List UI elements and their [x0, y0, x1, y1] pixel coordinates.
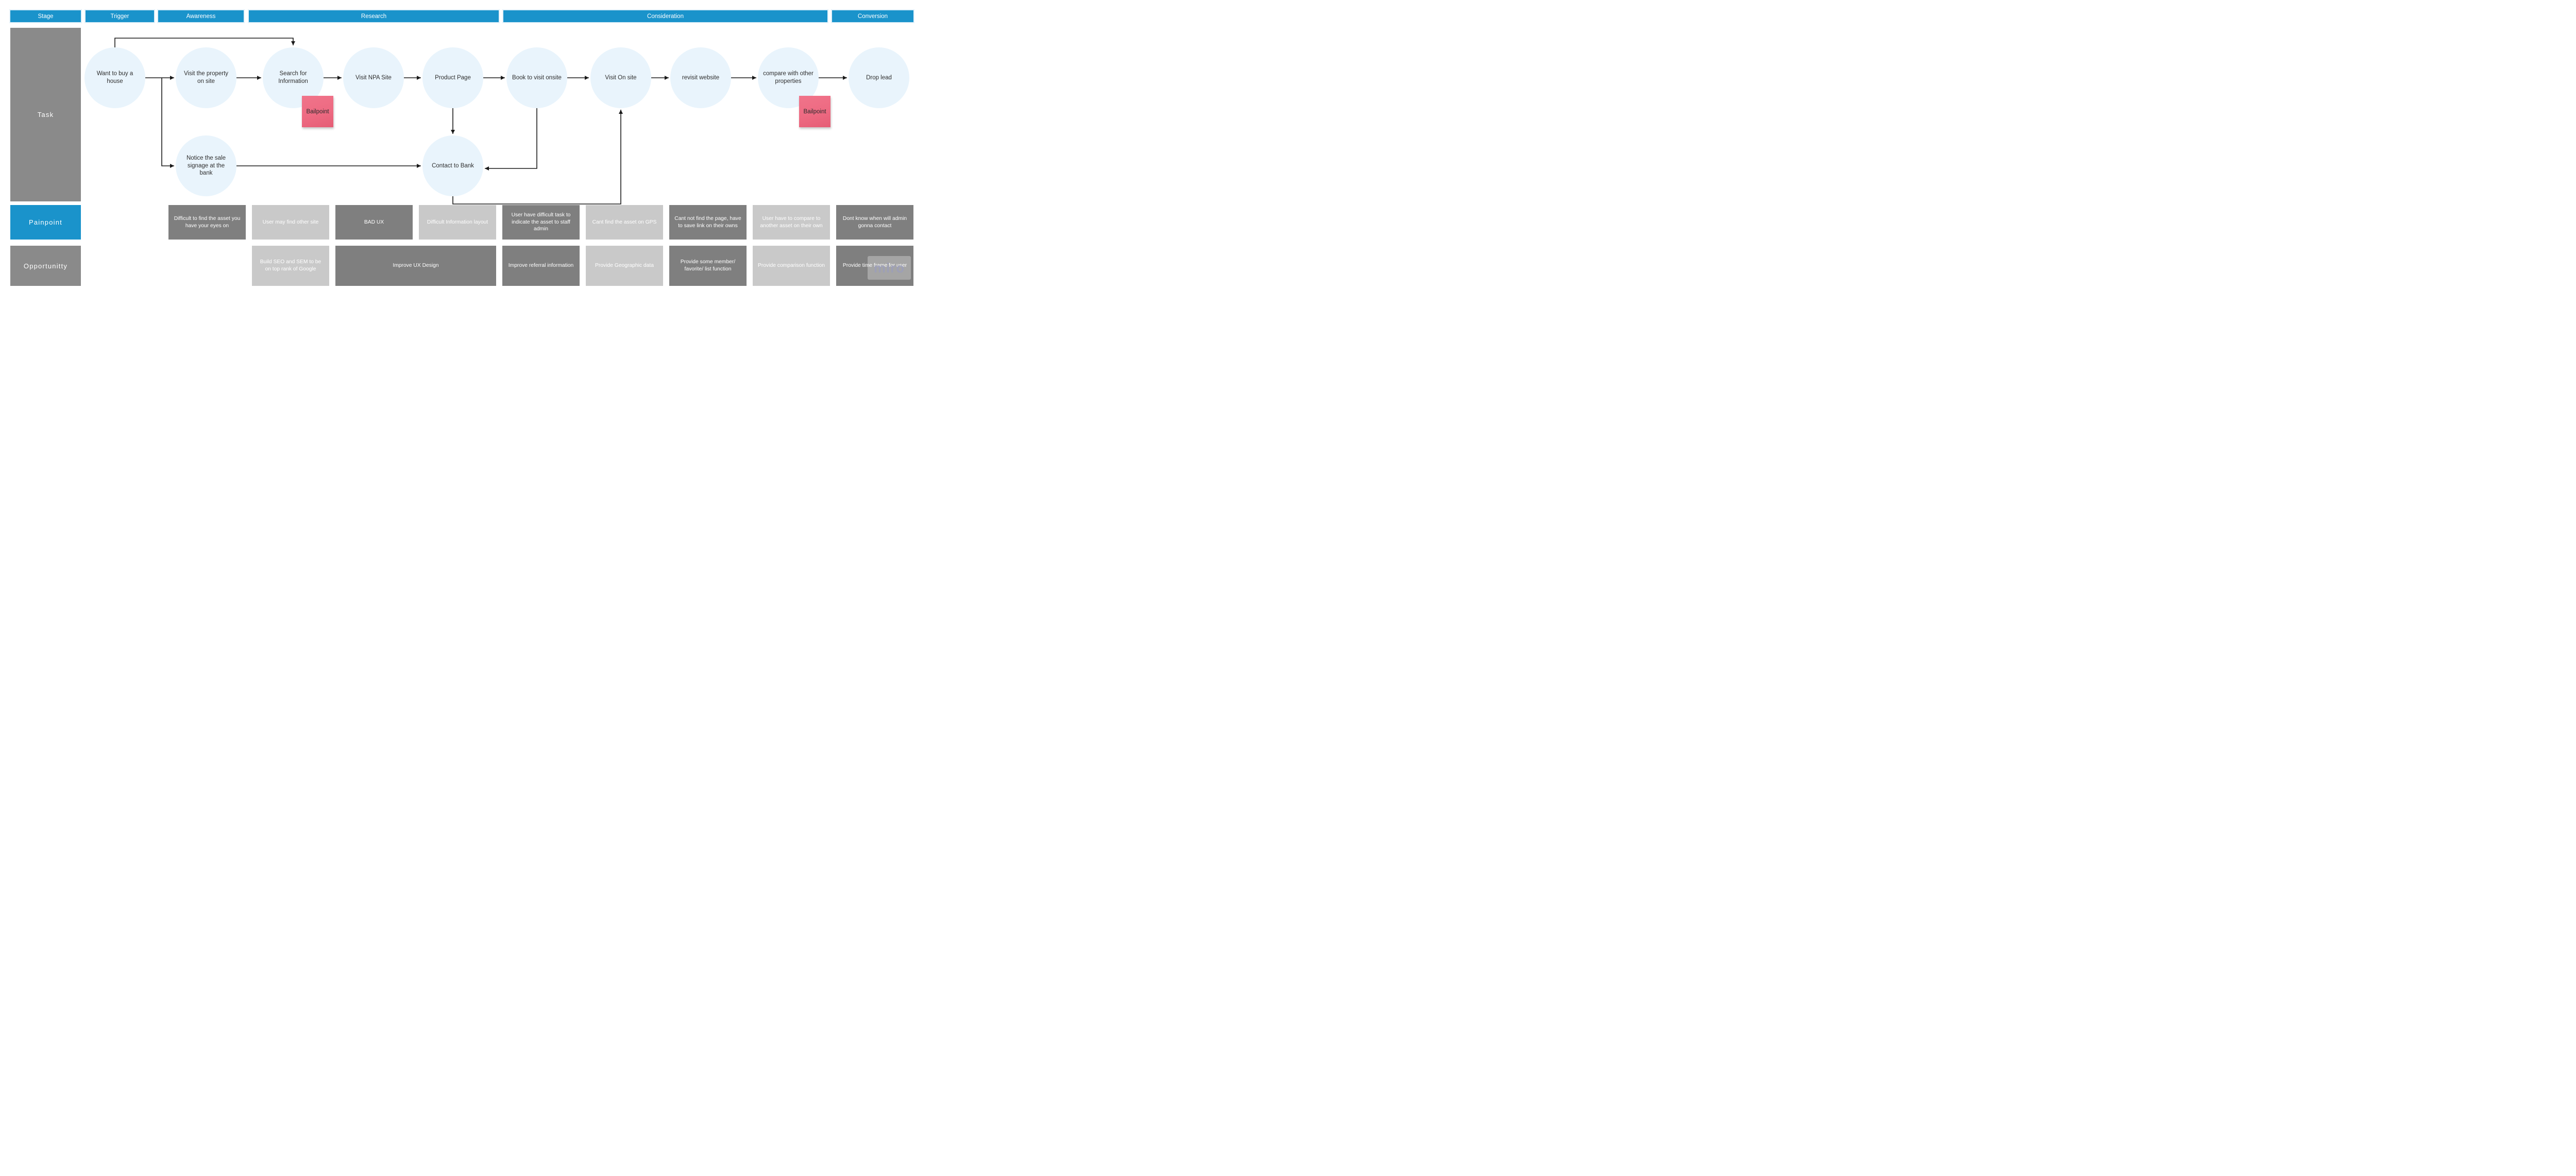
task-node-book-to-visit[interactable]: Book to visit onsite [506, 47, 567, 108]
painpoint-label: Dont know when will admin gonna contact [842, 215, 907, 229]
stage-header-label: Awareness [186, 13, 216, 20]
task-node-label: compare with other properties [763, 71, 814, 84]
task-node-label: Want to buy a house [96, 71, 133, 84]
painpoint-label: Difficult to find the asset you have you… [174, 215, 241, 229]
task-node-drop-lead[interactable]: Drop lead [849, 47, 909, 108]
task-node-visit-npa-site[interactable]: Visit NPA Site [343, 47, 404, 108]
painpoint-label: User have to compare to another asset on… [760, 215, 823, 229]
task-node-label: Visit NPA Site [355, 74, 392, 81]
task-node-label: Visit the property on site [183, 71, 229, 84]
stage-header-label: Stage [38, 13, 54, 20]
painpoint-note-4[interactable]: Difficult Information layout [419, 205, 496, 240]
task-node-label: Notice the sale signage at the bank [186, 155, 226, 177]
task-node-label: Contact to Bank [432, 162, 474, 169]
connector-buy-branch-to-notice[interactable] [161, 78, 174, 168]
row-label-painpoint[interactable]: Painpoint [10, 205, 81, 240]
stage-header-research[interactable]: Research [249, 10, 499, 22]
task-node-notice-sale-signage[interactable]: Notice the sale signage at the bank [176, 135, 236, 196]
painpoint-label: Difficult Information layout [427, 219, 488, 225]
task-node-visit-property[interactable]: Visit the property on site [176, 47, 236, 108]
opportunity-label: Provide time frame for user [842, 263, 907, 269]
opportunity-note-6[interactable]: Provide comparison function [753, 246, 830, 286]
opportunity-label: Provide Geographic data [595, 263, 654, 269]
row-label-text: Task [37, 111, 54, 118]
painpoint-label: Cant find the asset on GPS [592, 219, 657, 225]
stage-header-conversion[interactable]: Conversion [832, 10, 913, 22]
task-node-label: Product Page [435, 74, 471, 81]
opportunity-note-2[interactable]: Improve UX Design [335, 246, 496, 286]
painpoint-note-6[interactable]: Cant find the asset on GPS [586, 205, 663, 240]
opportunity-label: Provide some member/ favorite/ list func… [680, 259, 736, 272]
painpoint-label: BAD UX [364, 219, 384, 225]
journey-map-board: Stage Trigger Awareness Research Conside… [0, 0, 925, 294]
task-node-label: Search for Information [278, 71, 308, 84]
painpoint-note-8[interactable]: User have to compare to another asset on… [753, 205, 830, 240]
stage-header-awareness[interactable]: Awareness [158, 10, 244, 22]
painpoint-label: User may find other site [262, 219, 319, 225]
task-node-contact-to-bank[interactable]: Contact to Bank [422, 135, 483, 196]
task-node-label: Book to visit onsite [512, 74, 562, 81]
sticky-note-label: Bailpoint [803, 108, 826, 115]
opportunity-label: Improve UX Design [393, 263, 439, 269]
sticky-note-bailpoint-1[interactable]: Bailpoint [302, 96, 333, 127]
row-label-text: Painpoint [28, 218, 62, 226]
painpoint-note-5[interactable]: User have difficult task to indicate the… [502, 205, 580, 240]
stage-header-trigger[interactable]: Trigger [86, 10, 154, 22]
row-label-task[interactable]: Task [10, 28, 81, 201]
row-label-text: Opportunitty [23, 262, 68, 270]
opportunity-note-1[interactable]: Build SEO and SEM to be on top rank of G… [252, 246, 329, 286]
opportunity-note-7[interactable]: Provide time frame for user [836, 246, 913, 286]
painpoint-note-7[interactable]: Cant not find the page, have to save lin… [669, 205, 747, 240]
opportunity-note-3[interactable]: Improve referral information [502, 246, 580, 286]
stage-header-consideration[interactable]: Consideration [503, 10, 827, 22]
painpoint-note-1[interactable]: Difficult to find the asset you have you… [168, 205, 246, 240]
painpoint-label: User have difficult task to indicate the… [511, 212, 571, 232]
connectors-layer [114, 38, 847, 204]
connector-contact-to-visit-onsite-elbow[interactable] [452, 110, 623, 204]
painpoint-note-3[interactable]: BAD UX [335, 205, 413, 240]
painpoint-note-2[interactable]: User may find other site [252, 205, 329, 240]
painpoint-label: Cant not find the page, have to save lin… [674, 215, 741, 229]
task-node-label: revisit website [682, 74, 720, 81]
task-node-product-page[interactable]: Product Page [422, 47, 483, 108]
task-node-label: Visit On site [605, 74, 637, 81]
miro-watermark: miro [868, 256, 911, 280]
sticky-note-label: Bailpoint [306, 108, 329, 115]
painpoint-note-9[interactable]: Dont know when will admin gonna contact [836, 205, 913, 240]
opportunity-note-4[interactable]: Provide Geographic data [586, 246, 663, 286]
row-label-opportunity[interactable]: Opportunitty [10, 246, 81, 286]
task-node-visit-on-site[interactable]: Visit On site [590, 47, 651, 108]
task-node-label: Drop lead [866, 74, 892, 81]
opportunity-label: Build SEO and SEM to be on top rank of G… [260, 259, 321, 272]
task-node-want-to-buy-house[interactable]: Want to buy a house [84, 47, 145, 108]
stage-header-label: Consideration [647, 13, 684, 20]
task-node-revisit-website[interactable]: revisit website [670, 47, 731, 108]
stage-header-stage[interactable]: Stage [10, 10, 81, 22]
stage-header-label: Research [361, 13, 387, 20]
opportunity-note-5[interactable]: Provide some member/ favorite/ list func… [669, 246, 747, 286]
stage-header-label: Trigger [110, 13, 129, 20]
miro-logo: miro [873, 260, 905, 276]
connector-book-to-contact-elbow[interactable] [485, 108, 537, 171]
opportunity-label: Improve referral information [508, 263, 574, 269]
sticky-note-bailpoint-2[interactable]: Bailpoint [799, 96, 831, 127]
stage-header-label: Conversion [857, 13, 888, 20]
connector-buy-to-search-elbow[interactable] [114, 38, 295, 47]
opportunity-label: Provide comparison function [758, 263, 825, 269]
